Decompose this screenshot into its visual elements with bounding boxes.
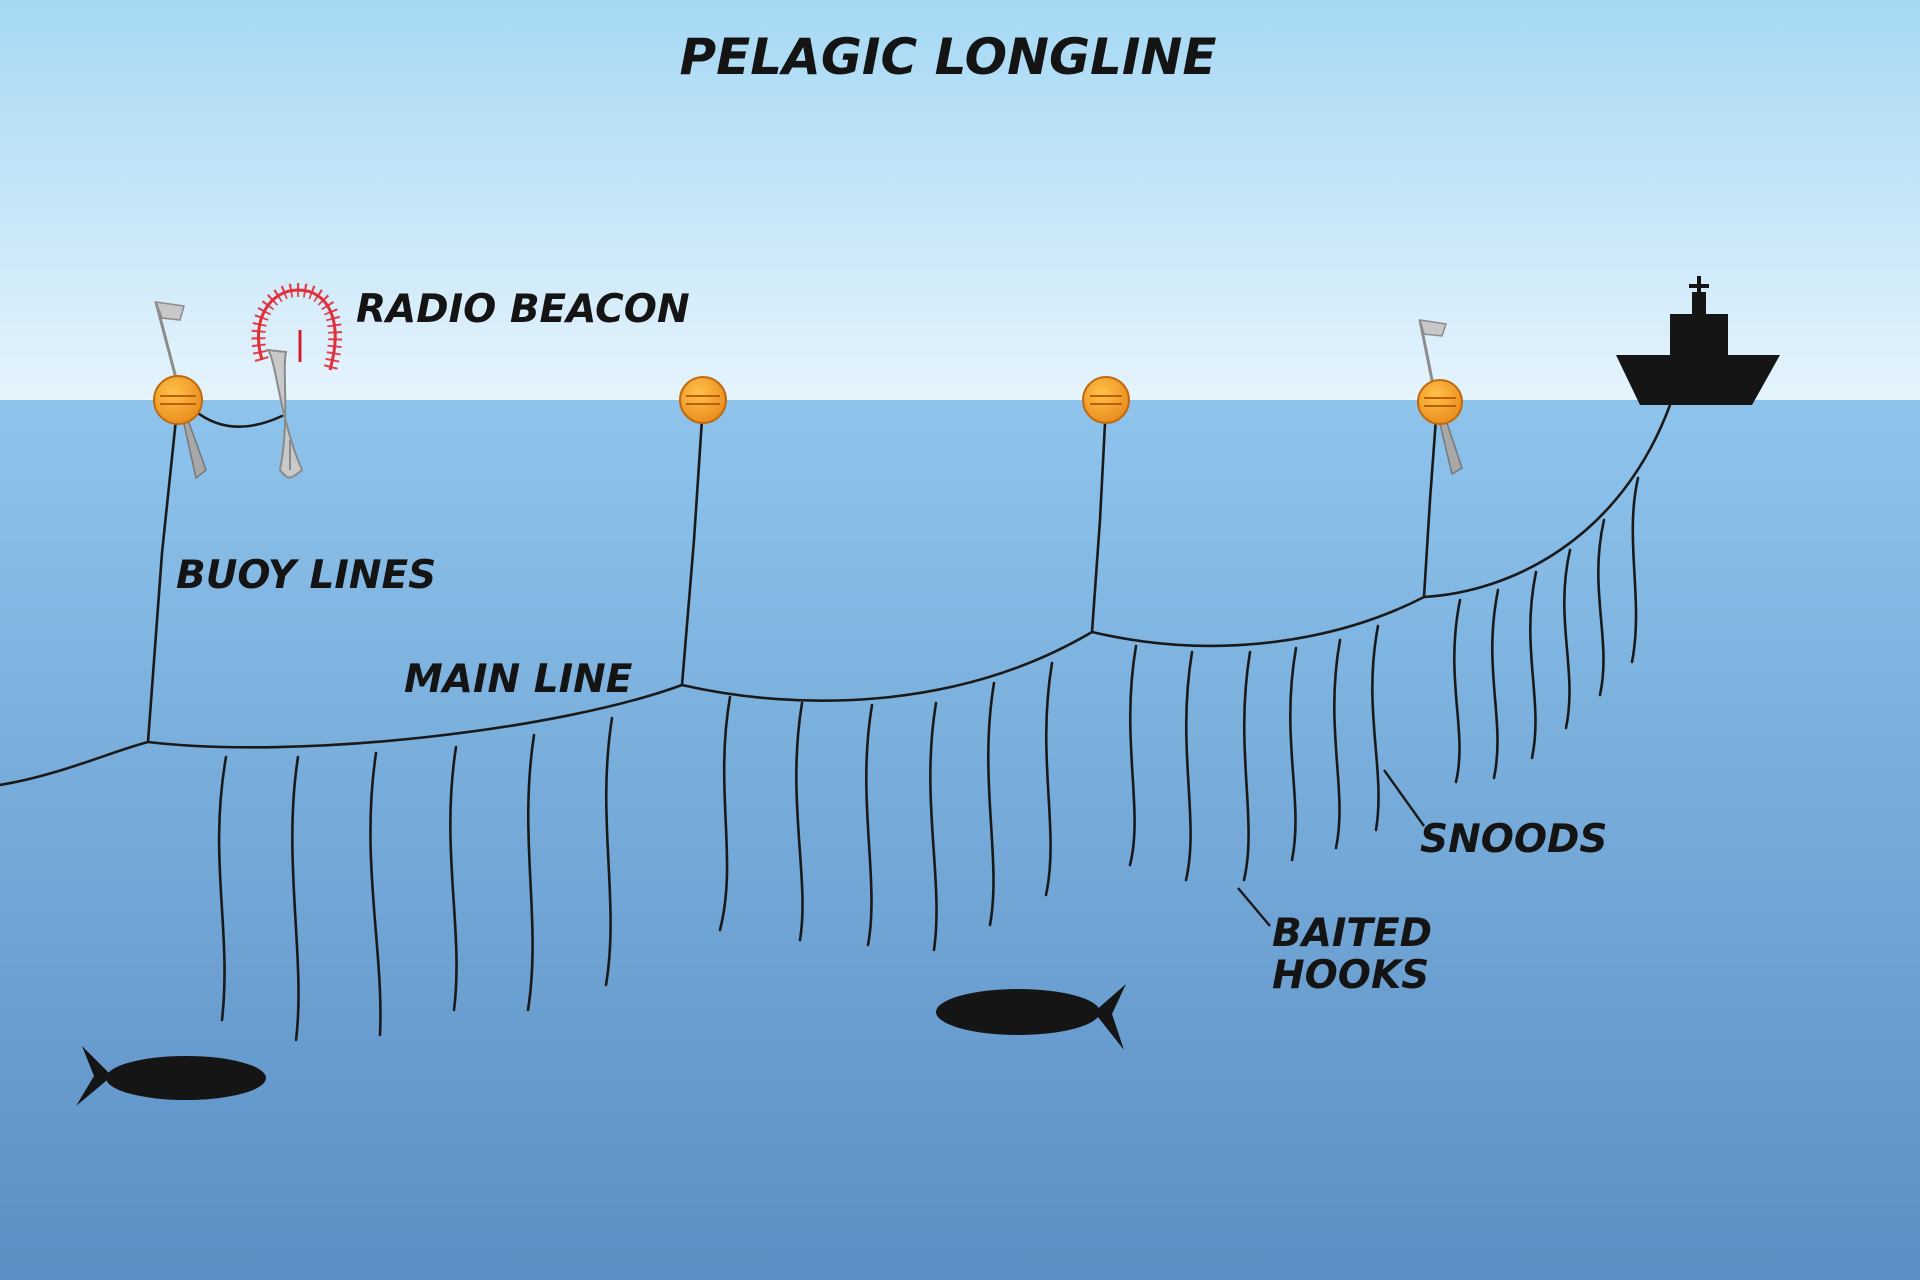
snood <box>718 695 732 932</box>
baited-hooks-leader <box>1237 887 1271 927</box>
snood <box>1563 548 1572 730</box>
buoy-icon <box>1417 379 1463 425</box>
snood <box>1371 624 1380 832</box>
snood <box>1490 588 1500 780</box>
buoy-icon <box>153 375 203 425</box>
fishing-boat-icon <box>1616 276 1780 405</box>
snood <box>1184 650 1194 882</box>
main-line-label: MAIN LINE <box>404 657 633 702</box>
buoy-line <box>1422 403 1439 599</box>
snood <box>1044 661 1054 897</box>
snood <box>449 745 458 1012</box>
baited-hooks-label-line1: BAITED <box>1272 911 1432 956</box>
buoy-line <box>1090 402 1108 634</box>
sky <box>0 0 1920 402</box>
snood <box>929 701 938 952</box>
flag-icon <box>1418 319 1447 391</box>
snood <box>865 703 874 947</box>
buoy-icon <box>679 376 727 424</box>
flag-icon <box>154 301 185 387</box>
buoy-line <box>680 402 705 687</box>
snood <box>291 755 300 1042</box>
radio-beacon-label: RADIO BEACON <box>356 287 690 332</box>
snood <box>1288 646 1298 862</box>
snood <box>1630 476 1640 664</box>
buoy-lines-label: BUOY LINES <box>176 553 436 598</box>
fish-icon <box>936 984 1126 1050</box>
snood <box>1597 518 1606 697</box>
buoy-line <box>146 398 180 744</box>
fish-icon <box>76 1046 266 1106</box>
baited-hooks-label-line2: HOOKS <box>1272 953 1429 998</box>
snood <box>526 733 536 1012</box>
snood <box>1128 644 1138 867</box>
diagram-title: PELAGIC LONGLINE <box>679 28 1216 86</box>
snoods-label: SNOODS <box>1420 817 1608 862</box>
buoy-lines <box>146 398 1439 744</box>
snood <box>604 716 614 987</box>
snoods-leader <box>1383 769 1425 827</box>
snood <box>1242 650 1252 882</box>
snood <box>795 701 804 942</box>
snood <box>987 681 996 927</box>
beacon-tether <box>192 408 284 428</box>
snood <box>369 751 382 1037</box>
buoy-icon <box>1082 376 1130 424</box>
snood <box>1529 570 1538 760</box>
snood <box>1332 638 1342 850</box>
radio-beacon-icon <box>251 282 343 479</box>
snood <box>1453 598 1462 784</box>
main-line <box>0 403 1672 787</box>
snoods-group <box>217 476 1640 1042</box>
snood <box>217 755 228 1022</box>
